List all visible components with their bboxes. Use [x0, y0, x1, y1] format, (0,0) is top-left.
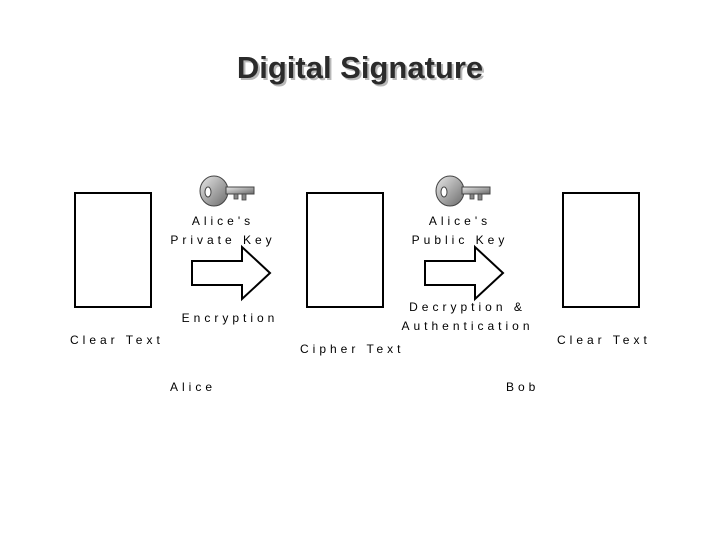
encryption-label: Encryption [181, 311, 279, 325]
alice-label: Alice [170, 380, 217, 394]
private-key-label-line1: Alice's [191, 214, 255, 228]
cipher-text-label: Cipher Text [300, 342, 405, 356]
private-key-label: Alice's Private Key [168, 212, 278, 250]
cipher-text-document [306, 192, 384, 308]
decryption-label-line1: Decryption & [409, 300, 526, 314]
clear-text-document-right [562, 192, 640, 308]
clear-text-document-left [74, 192, 152, 308]
decryption-arrow [424, 244, 505, 302]
page-title: Digital Signature [236, 50, 484, 85]
key-icon [199, 175, 255, 207]
decryption-label-line2: Authentication [401, 319, 534, 333]
private-key-label-line2: Private Key [170, 233, 276, 247]
public-key-label: Alice's Public Key [405, 212, 515, 250]
clear-text-label-right: Clear Text [557, 333, 651, 347]
decryption-authentication-label: Decryption & Authentication [400, 298, 535, 336]
clear-text-label-left: Clear Text [70, 333, 164, 347]
encryption-arrow [191, 244, 272, 302]
key-icon [435, 175, 491, 207]
bob-label: Bob [506, 380, 540, 394]
public-key-label-line2: Public Key [411, 233, 509, 247]
public-key-label-line1: Alice's [428, 214, 492, 228]
